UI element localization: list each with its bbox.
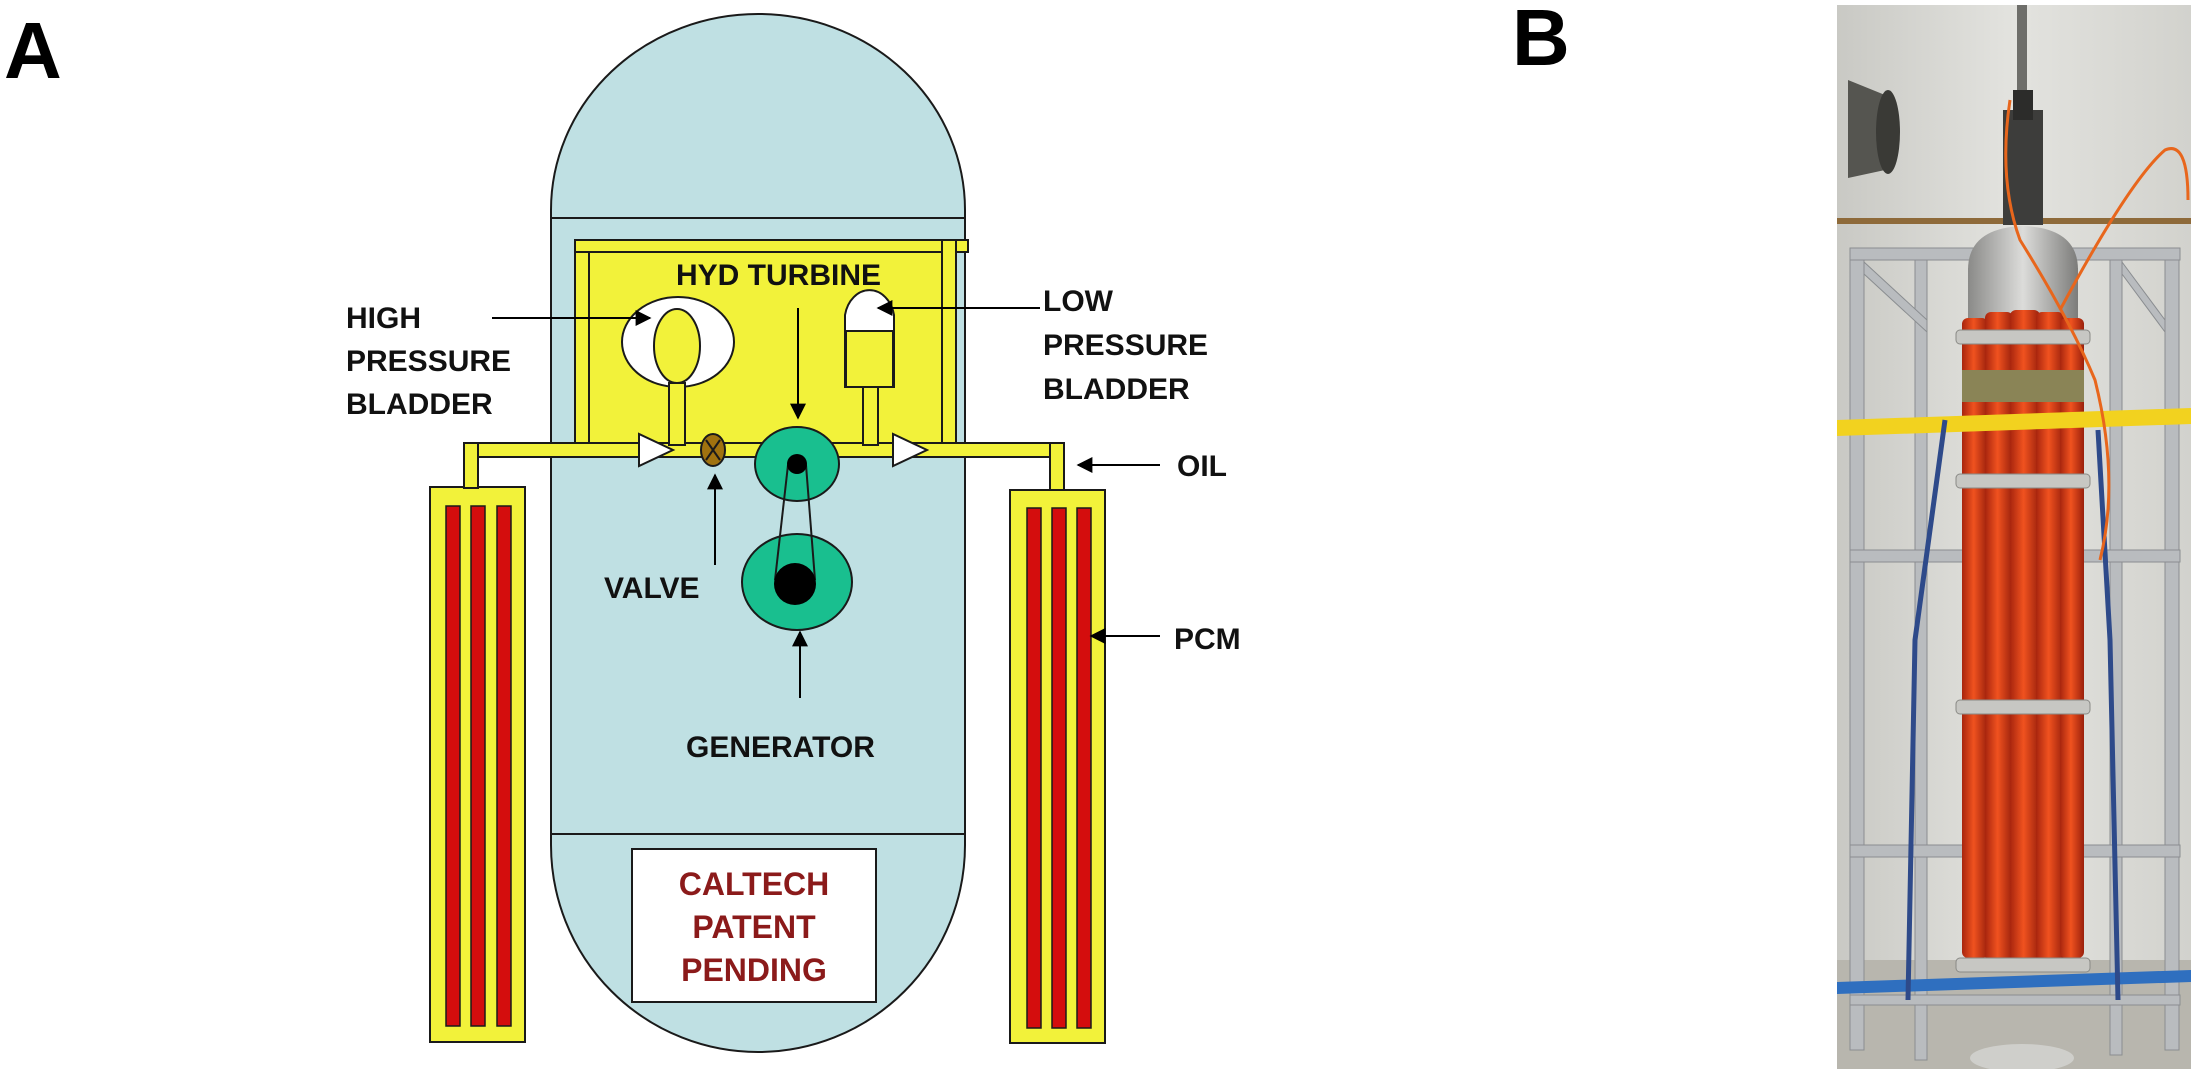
label-generator: GENERATOR <box>686 731 875 764</box>
patent-box <box>631 848 877 1003</box>
pcm-left <box>429 486 526 1043</box>
label-pcm: PCM <box>1174 623 1241 656</box>
low-pressure-bladder-stem <box>862 384 879 446</box>
drive-belt <box>774 464 816 581</box>
generator-shaft <box>774 563 816 605</box>
panel-label-a: A <box>4 6 62 95</box>
patent-line-1: CALTECH <box>679 866 830 902</box>
label-valve: VALVE <box>604 572 700 605</box>
label-hyd-turbine: HYD TURBINE <box>676 259 881 292</box>
label-high-pressure-bladder-2: PRESSURE <box>346 345 511 378</box>
pcm-right <box>1009 489 1106 1044</box>
valve-icon <box>700 433 726 467</box>
photo-b <box>1837 5 2191 1069</box>
leader-arrows <box>492 300 1160 698</box>
flow-arrow-icon <box>892 432 930 468</box>
turbine-shaft <box>787 454 807 474</box>
label-low-pressure-bladder-2: PRESSURE <box>1043 329 1208 362</box>
label-high-pressure-bladder-3: BLADDER <box>346 388 493 421</box>
label-low-pressure-bladder-3: BLADDER <box>1043 373 1190 406</box>
diagram-a: CALTECH PATENT PENDING HIGH PRESSURE BLA… <box>346 13 1241 1053</box>
high-pressure-bladder-stem <box>668 382 686 446</box>
flow-arrow-icon <box>638 432 676 468</box>
patent-line-3: PENDING <box>681 952 827 988</box>
label-oil: OIL <box>1177 450 1227 483</box>
panel-label-b: B <box>1512 0 1570 82</box>
label-high-pressure-bladder-1: HIGH <box>346 302 421 335</box>
label-low-pressure-bladder-1: LOW <box>1043 285 1114 318</box>
high-pressure-bladder <box>653 308 701 384</box>
patent-line-2: PATENT <box>692 909 816 945</box>
